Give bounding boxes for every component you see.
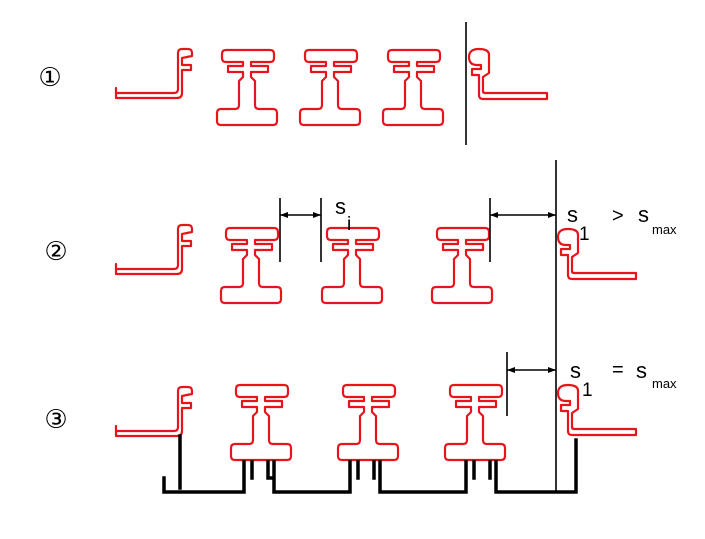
- row-2-label: ②: [44, 236, 67, 266]
- row2-tile-profile: [430, 226, 494, 305]
- row-1-label: ①: [38, 62, 61, 92]
- row3-left-edge-profile: [114, 385, 194, 438]
- row3-operator: =: [612, 359, 624, 381]
- row2-tile-profile: [219, 226, 283, 305]
- row-3-label: ③: [44, 404, 67, 434]
- row2-tile-profile: [320, 226, 384, 305]
- row3-s1-label: s: [570, 358, 581, 383]
- si-arrow-right: [313, 212, 321, 218]
- row3-smax-label: s: [636, 358, 647, 383]
- row1-tile-profile: [381, 48, 445, 127]
- row2-smax-label: s: [638, 202, 649, 227]
- row1-tile-profile: [298, 48, 362, 127]
- si-label: s: [335, 194, 346, 219]
- row2-s1-subscript: 1: [579, 224, 590, 245]
- row2-s1-arrow-left: [490, 212, 498, 218]
- row3-s1-subscript: 1: [582, 380, 593, 401]
- row2-s1-arrow-right: [548, 212, 556, 218]
- row3-tile-profile: [336, 383, 400, 462]
- row3-tile-profile: [229, 383, 293, 462]
- mounting-bracket-rail: [162, 434, 578, 494]
- row2-right-edge-profile: [556, 227, 638, 281]
- row3-smax-subscript: max: [652, 376, 677, 391]
- row2-smax-subscript: max: [652, 222, 677, 237]
- row1-right-edge-profile: [467, 47, 549, 101]
- row2-left-edge-profile: [114, 223, 194, 276]
- row2-operator: >: [612, 205, 624, 227]
- si-subscript: i: [347, 214, 351, 235]
- row2-s1-label: s: [567, 202, 578, 227]
- row3-right-edge-profile: [556, 383, 638, 437]
- row1-left-edge-profile: [114, 47, 194, 100]
- row1-tile-profile: [215, 48, 279, 127]
- row3-tile-profile: [443, 383, 507, 462]
- row3-s1-arrow-right: [548, 367, 556, 373]
- row3-s1-arrow-left: [507, 367, 515, 373]
- si-arrow-left: [280, 212, 288, 218]
